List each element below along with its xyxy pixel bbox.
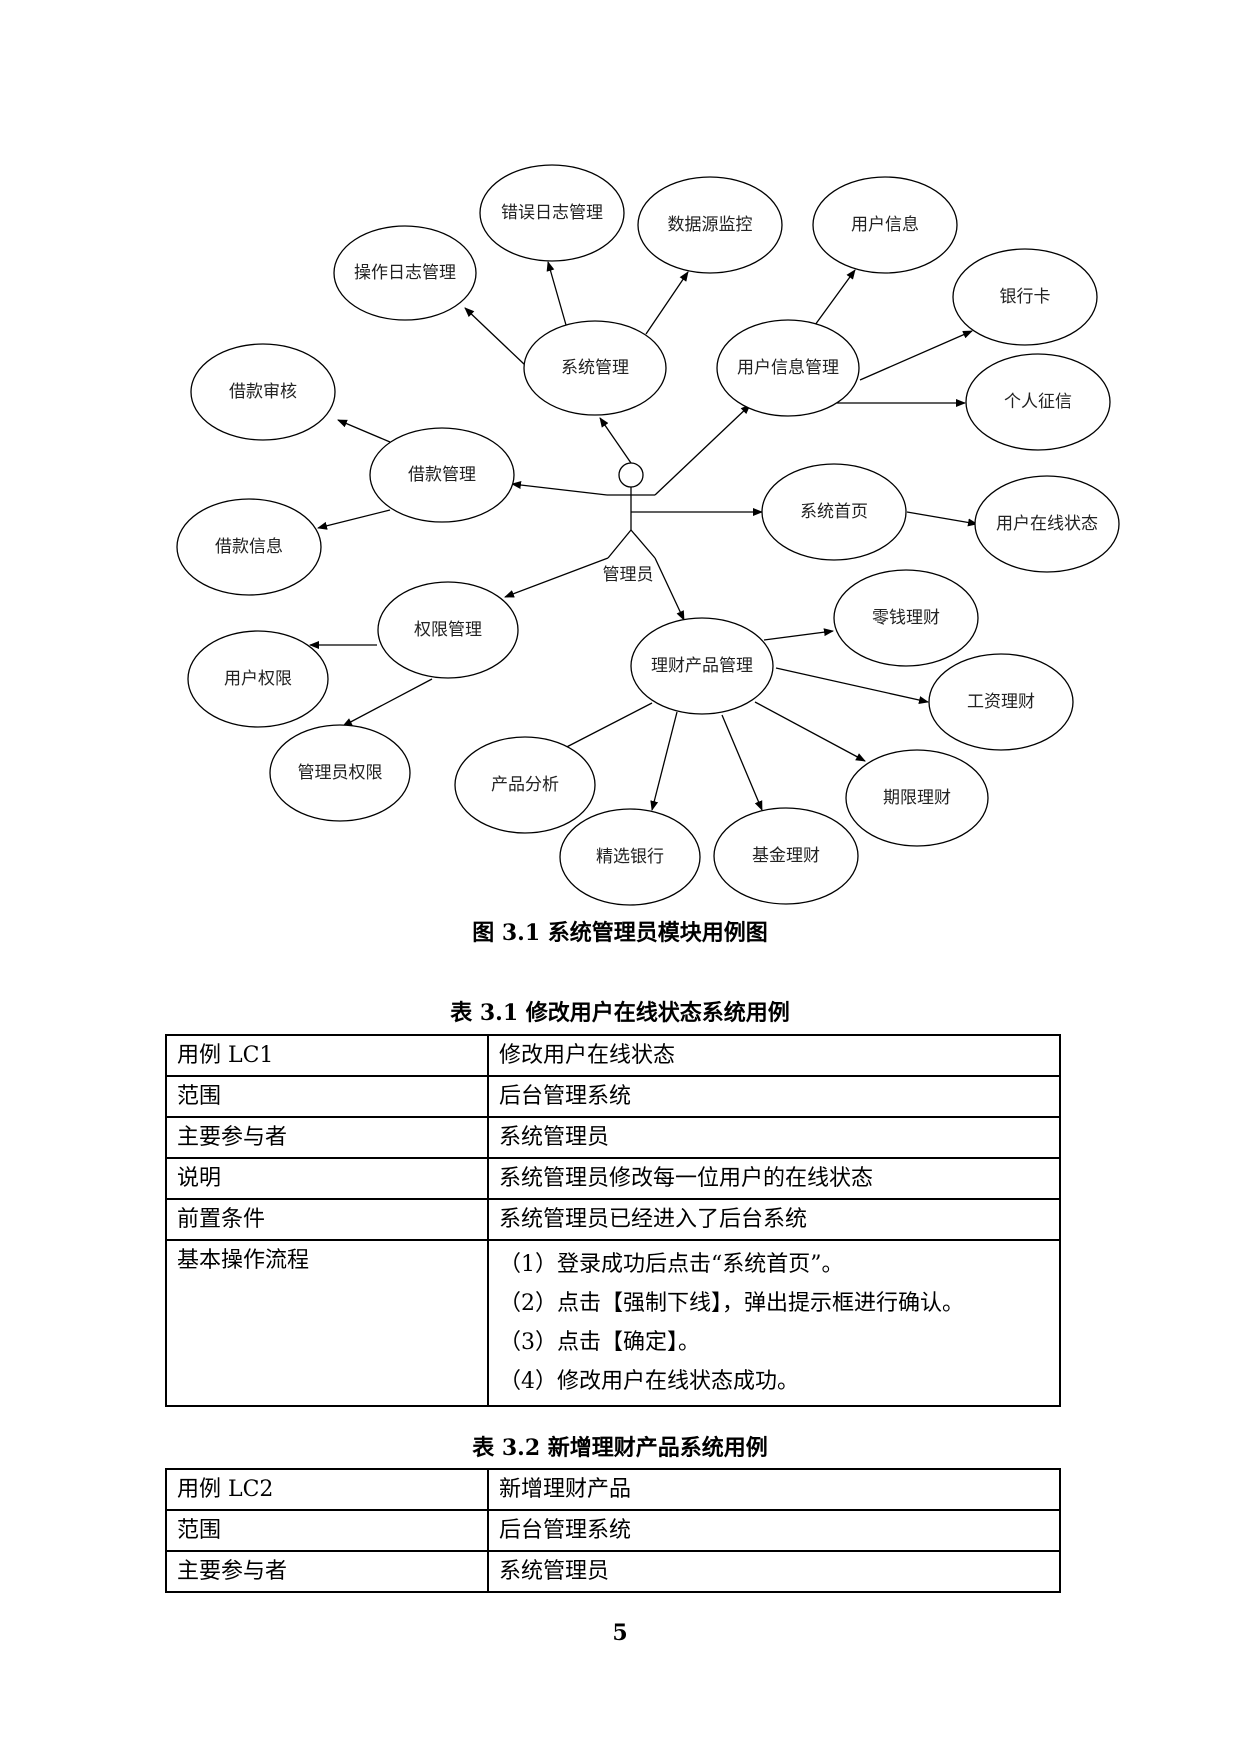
table1-caption: 表 3.1 修改用户在线状态系统用例 bbox=[450, 1000, 790, 1026]
usecase-err-log bbox=[479, 164, 625, 262]
figure-caption: 图 3.1 系统管理员模块用例图 bbox=[472, 920, 768, 946]
label-loan-audit: 借款审核 bbox=[229, 382, 297, 402]
usecase-sys-mgmt bbox=[523, 320, 667, 416]
usecase-term-fin bbox=[845, 749, 989, 847]
cell-value: 后台管理系统 bbox=[487, 1075, 1061, 1118]
label-prod-analysis: 产品分析 bbox=[491, 775, 559, 795]
usecase-change-fin bbox=[833, 569, 979, 667]
table-row: 说明系统管理员修改每一位用户的在线状态 bbox=[165, 1157, 1061, 1200]
label-online-status: 用户在线状态 bbox=[996, 514, 1098, 534]
cell-value: 新增理财产品 bbox=[487, 1468, 1061, 1511]
usecase-salary-fin bbox=[928, 653, 1074, 751]
label-credit: 个人征信 bbox=[1004, 392, 1072, 412]
label-user-perm: 用户权限 bbox=[224, 669, 292, 689]
label-salary-fin: 工资理财 bbox=[967, 692, 1035, 712]
cell-value: 系统管理员 bbox=[487, 1550, 1061, 1593]
usecase-user-info-mgmt bbox=[716, 319, 860, 417]
table-row: 基本操作流程 （1）登录成功后点击“系统首页”。 （2）点击【强制下线】，弹出提… bbox=[165, 1239, 1061, 1407]
usecase-loan-info bbox=[176, 498, 322, 596]
usecase-home bbox=[761, 463, 907, 561]
cell-key: 说明 bbox=[165, 1157, 489, 1200]
usecase-user-info bbox=[812, 176, 958, 274]
cell-value: 后台管理系统 bbox=[487, 1509, 1061, 1552]
label-term-fin: 期限理财 bbox=[883, 788, 951, 808]
flow-steps: （1）登录成功后点击“系统首页”。 （2）点击【强制下线】，弹出提示框进行确认。… bbox=[487, 1239, 1061, 1407]
usecase-admin-perm bbox=[269, 724, 411, 822]
label-op-log: 操作日志管理 bbox=[354, 263, 456, 283]
label-admin-perm: 管理员权限 bbox=[298, 763, 383, 783]
table-row: 前置条件系统管理员已经进入了后台系统 bbox=[165, 1198, 1061, 1241]
usecase-ds-monitor bbox=[637, 176, 783, 274]
usecase-loan-audit bbox=[190, 343, 336, 441]
table2-caption: 表 3.2 新增理财产品系统用例 bbox=[472, 1435, 768, 1461]
label-user-info-mgmt: 用户信息管理 bbox=[737, 358, 839, 378]
use-case-diagram: 操作日志管理 错误日志管理 数据源监控 系统管理 用户信息 银行卡 用户信息管理… bbox=[176, 164, 1120, 906]
label-ds-monitor: 数据源监控 bbox=[668, 215, 753, 235]
label-fund-fin: 基金理财 bbox=[752, 846, 820, 866]
usecase-perm-mgmt bbox=[377, 581, 519, 679]
cell-key: 用例 LC1 bbox=[165, 1034, 489, 1077]
label-user-info: 用户信息 bbox=[851, 215, 919, 235]
cell-key: 范围 bbox=[165, 1075, 489, 1118]
cell-value: 系统管理员修改每一位用户的在线状态 bbox=[487, 1157, 1061, 1200]
cell-value: 系统管理员已经进入了后台系统 bbox=[487, 1198, 1061, 1241]
table-row: 范围后台管理系统 bbox=[165, 1075, 1061, 1118]
cell-value: 系统管理员 bbox=[487, 1116, 1061, 1159]
cell-key: 主要参与者 bbox=[165, 1550, 489, 1593]
usecase-loan-mgmt bbox=[369, 427, 515, 523]
label-change-fin: 零钱理财 bbox=[872, 608, 940, 628]
usecase-prod-analysis bbox=[454, 736, 596, 834]
label-sys-mgmt: 系统管理 bbox=[561, 358, 629, 378]
usecase-select-bank bbox=[559, 808, 701, 906]
usecase-fund-fin bbox=[713, 807, 859, 905]
usecase-op-log bbox=[333, 225, 477, 321]
usecase-bank-card bbox=[952, 248, 1098, 346]
cell-key: 范围 bbox=[165, 1509, 489, 1552]
flow-step: （3）点击【确定】。 bbox=[499, 1330, 700, 1355]
usecase-user-perm bbox=[187, 630, 329, 728]
flow-step: （2）点击【强制下线】，弹出提示框进行确认。 bbox=[499, 1291, 964, 1316]
flow-step: （4）修改用户在线状态成功。 bbox=[499, 1369, 799, 1394]
actor-label: 管理员 bbox=[603, 565, 654, 585]
label-loan-mgmt: 借款管理 bbox=[408, 465, 476, 485]
usecase-credit bbox=[965, 353, 1111, 451]
usecase-fin-mgmt bbox=[630, 617, 774, 715]
cell-value: 修改用户在线状态 bbox=[487, 1034, 1061, 1077]
actor-figure bbox=[607, 462, 656, 559]
cell-key: 用例 LC2 bbox=[165, 1468, 489, 1511]
flow-step: （1）登录成功后点击“系统首页”。 bbox=[499, 1252, 844, 1277]
table-row: 主要参与者系统管理员 bbox=[165, 1550, 1061, 1593]
label-err-log: 错误日志管理 bbox=[501, 203, 603, 223]
label-home: 系统首页 bbox=[800, 502, 868, 522]
usecase-online-status bbox=[974, 475, 1120, 573]
table-row: 主要参与者系统管理员 bbox=[165, 1116, 1061, 1159]
label-loan-info: 借款信息 bbox=[215, 537, 283, 557]
cell-key: 主要参与者 bbox=[165, 1116, 489, 1159]
label-select-bank: 精选银行 bbox=[596, 847, 664, 867]
label-fin-mgmt: 理财产品管理 bbox=[651, 656, 753, 676]
page-number: 5 bbox=[612, 1620, 628, 1646]
table-row: 范围后台管理系统 bbox=[165, 1509, 1061, 1552]
label-bank-card: 银行卡 bbox=[1000, 287, 1051, 307]
label-perm-mgmt: 权限管理 bbox=[414, 620, 482, 640]
cell-key: 基本操作流程 bbox=[165, 1239, 489, 1407]
cell-key: 前置条件 bbox=[165, 1198, 489, 1241]
